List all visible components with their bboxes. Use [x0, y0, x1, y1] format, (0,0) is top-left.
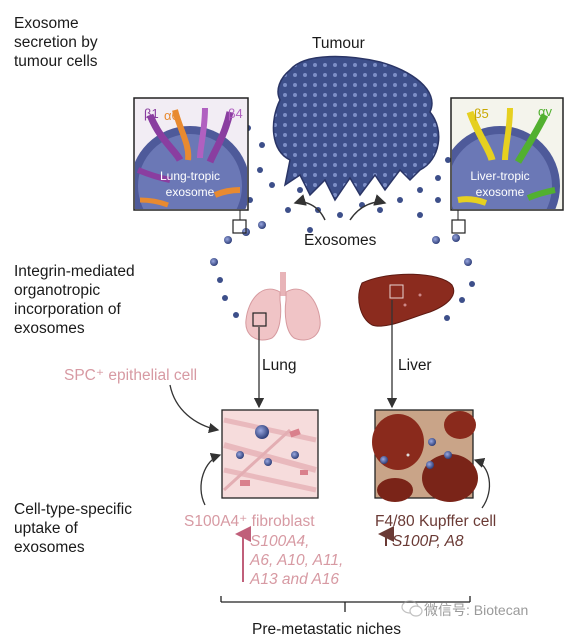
spc-epithelial-label: SPC⁺ epithelial cell [64, 367, 198, 384]
exosome-arrow-left [293, 194, 326, 221]
stage-incorporation-line: incorporation of [14, 301, 121, 318]
wechat-icon [401, 600, 423, 617]
stage-uptake-label: Cell-type-specific uptake of exosomes [14, 500, 132, 557]
liver-organ [358, 273, 455, 327]
fibroblast-gene-line: A13 and A16 [250, 571, 340, 588]
kupffer-label: F4/80 Kupffer cell [375, 513, 497, 530]
fibroblast-genes: S100A4, A6, A10, A11, A13 and A16 [250, 532, 343, 589]
niches-bracket [220, 596, 471, 612]
stage-incorporation-line: Integrin-mediated [14, 263, 135, 280]
integrin-alphav-label: αv [538, 104, 553, 119]
kupffer-genes: S100P, A8 [392, 533, 464, 550]
liver-tissue-panel [372, 409, 478, 502]
stage-secretion-label: Exosome secretion by tumour cells [14, 14, 98, 71]
stage-secretion-line: Exosome [14, 15, 79, 32]
integrin-beta1-label: β1 [144, 106, 159, 121]
fibroblast-gene-line: A6, A10, A11, [250, 552, 344, 569]
stage-uptake-line: uptake of [14, 520, 78, 537]
stage-uptake-line: exosomes [14, 539, 85, 556]
spc-arrow [169, 384, 220, 434]
liver-exosome-subtitle: exosome [476, 185, 525, 199]
tumour-label: Tumour [312, 35, 365, 52]
stage-uptake-line: Cell-type-specific [14, 501, 133, 518]
lung-exosome-title: Lung-tropic [160, 169, 220, 183]
liver-label: Liver [398, 357, 432, 374]
watermark-text: 微信号: Biotecan [424, 602, 529, 618]
tumour-mass [272, 55, 440, 202]
lung-exosome-subtitle: exosome [166, 185, 215, 199]
stage-incorporation-line: exosomes [14, 320, 85, 337]
stage-incorporation-line: organotropic [14, 282, 101, 299]
lung-label: Lung [262, 357, 297, 374]
exosome-arrow-right [349, 194, 387, 221]
fibroblast-gene-line: S100A4, [250, 533, 310, 550]
niches-label: Pre-metastatic niches [252, 621, 402, 638]
integrin-alpha6-label: α6 [164, 108, 179, 123]
liver-exosome-title: Liver-tropic [470, 169, 529, 183]
integrin-beta4-label: β4 [228, 106, 243, 121]
lung-exosome-inset: β1 α6 β4 Lung-tropic exosome [133, 97, 249, 211]
integrin-beta5-label: β5 [474, 106, 489, 121]
stage-secretion-line: secretion by [14, 34, 98, 51]
liver-exosome-zoom-box [451, 219, 466, 234]
liver-exosome-inset: β5 αv Liver-tropic exosome [450, 97, 564, 211]
exosomes-label: Exosomes [304, 232, 377, 249]
fibroblast-arrow [200, 452, 222, 506]
fibroblast-label: S100A4⁺ fibroblast [184, 513, 315, 530]
lung-tissue-panel [221, 409, 319, 499]
stage-incorporation-label: Integrin-mediated organotropic incorpora… [14, 262, 135, 338]
stage-secretion-line: tumour cells [14, 53, 98, 70]
kupffer-arrow [473, 457, 491, 509]
lung-organ [245, 272, 321, 341]
